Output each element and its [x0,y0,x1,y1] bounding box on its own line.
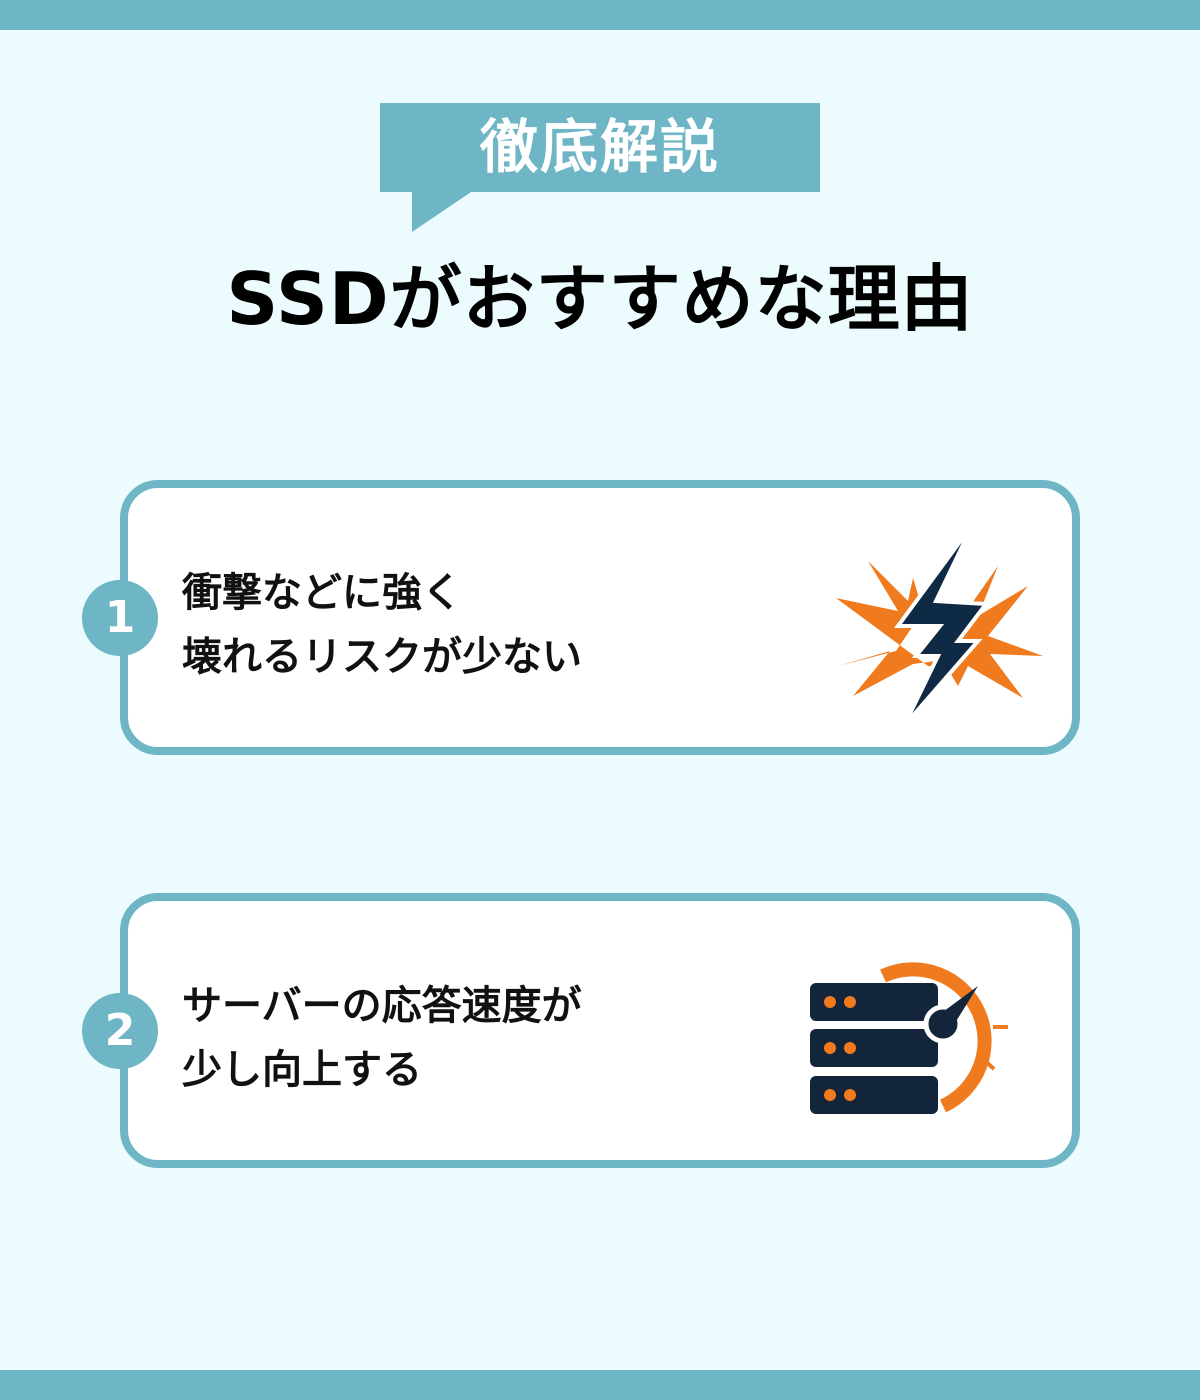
number-badge-2: 2 [82,993,158,1069]
reason-text: 衝撃などに強く 壊れるリスクが少ない [182,561,582,689]
lightning-impact-icon [836,522,1043,728]
page-title: SSDがおすすめな理由 [226,257,974,341]
bottom-bar [0,1370,1200,1400]
number-badge-1: 1 [82,580,158,656]
reason-card-2: サーバーの応答速度が 少し向上する [120,893,1080,1168]
reason-line: サーバーの応答速度が [182,983,582,1029]
top-bar [0,0,1200,30]
reason-line: 壊れるリスクが少ない [182,634,582,680]
reason-text: サーバーの応答速度が 少し向上する [182,974,582,1102]
server-speed-icon [810,962,1008,1114]
reason-card-1: 衝撃などに強く 壊れるリスクが少ない [120,480,1080,755]
section-tag: 徹底解説 [380,103,820,192]
reason-line: 衝撃などに強く [182,570,462,616]
tag-tail [412,190,474,232]
reason-line: 少し向上する [182,1047,422,1093]
